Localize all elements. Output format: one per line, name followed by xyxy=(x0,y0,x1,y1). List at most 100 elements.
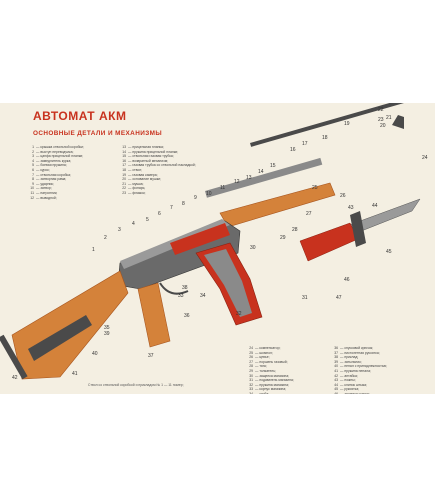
legend-text: — цапфа прицельной планки; xyxy=(36,154,84,159)
legend-number: 31 xyxy=(249,378,253,383)
handguard xyxy=(219,182,336,228)
legend-number: 26 xyxy=(249,355,253,360)
legend-number: 22 xyxy=(122,186,126,191)
legend-text: — боевая пружина; xyxy=(36,163,67,168)
legend-number: 42 xyxy=(334,373,338,378)
legend-text: — ударник; xyxy=(36,181,54,186)
barrel xyxy=(250,103,405,147)
callout-number: 15 xyxy=(270,163,276,169)
legend-number: 8 xyxy=(32,177,34,182)
legend-row: 29— толкатель; xyxy=(245,369,305,374)
poster-title: АВТОМАТ АКМ xyxy=(33,109,127,123)
legend-row: 2— выступ переводчика; xyxy=(26,150,84,155)
callout-number: 35 xyxy=(104,325,110,331)
legend-row: 30— защелка магазина; xyxy=(245,374,305,379)
legend-row: 28— тяга; xyxy=(245,364,305,369)
legend-text: — затыльник; xyxy=(340,359,362,364)
callout-number: 17 xyxy=(302,141,308,147)
legend-text: — затвор; xyxy=(36,186,52,191)
callout-number: 13 xyxy=(246,175,252,181)
legend-row: 14— пружина прицельной планки; xyxy=(118,150,196,155)
callout-number: 4 xyxy=(132,221,135,227)
callout-number: 47 xyxy=(336,295,342,301)
callout-number: 21 xyxy=(386,115,392,121)
legend-row: 21— мушка; xyxy=(118,182,196,187)
legend-bottom-b: 36— спусковой крючок;37— пистолетная рук… xyxy=(330,346,389,394)
legend-number: 19 xyxy=(122,172,126,177)
legend-text: — пружина прицельной планки; xyxy=(128,149,179,154)
legend-text: — защелка магазина; xyxy=(255,373,290,378)
callout-number: 29 xyxy=(280,235,286,241)
legend-number: 6 xyxy=(32,167,34,172)
legend-text: — компенсатор; xyxy=(255,346,281,350)
legend-number: 39 xyxy=(334,359,338,364)
legend-number: 9 xyxy=(32,181,34,186)
legend-text: — газовая трубка со ствольной накладкой; xyxy=(128,163,196,168)
legend-number: 17 xyxy=(122,163,126,168)
legend-right: 13— прицельная планка;14— пружина прицел… xyxy=(118,145,196,196)
legend-text: — антабка; xyxy=(340,373,358,378)
legend-number: 21 xyxy=(122,181,126,186)
callout-number: 37 xyxy=(148,353,154,359)
legend-row: 32— пружина магазина; xyxy=(245,383,305,388)
legend-row: 12— выводной; xyxy=(26,196,84,201)
legend-text: — фонарь; xyxy=(128,186,146,191)
legend-number: 37 xyxy=(334,350,338,355)
legend-text: — затворная рама; xyxy=(36,177,67,182)
legend-text: — подаватель магазина; xyxy=(255,378,294,383)
callout-number: 8 xyxy=(182,201,185,207)
callout-number: 6 xyxy=(158,211,161,217)
legend-number: 38 xyxy=(334,355,338,360)
bolt-carrier xyxy=(170,223,230,255)
callout-number: 38 xyxy=(182,285,188,291)
legend-text: — ствол; xyxy=(128,167,143,172)
legend-text: — выступ переводчика; xyxy=(36,149,74,154)
legend-number: 44 xyxy=(334,382,338,387)
legend-text: — цевье; xyxy=(255,355,270,360)
legend-row: 34— скоба; xyxy=(245,392,305,394)
callout-number: 40 xyxy=(92,351,98,357)
legend-row: 4— замедлитель курка; xyxy=(26,159,84,164)
stock-cavity xyxy=(28,315,92,361)
legend-text: — тяга; xyxy=(255,364,267,369)
callout-number: 31 xyxy=(302,295,308,301)
callout-number: 14 xyxy=(258,169,264,175)
legend-row: 36— спусковой крючок; xyxy=(330,346,389,351)
legend-row: 24— компенсатор; xyxy=(245,346,305,351)
legend-text: — толкатель; xyxy=(255,368,276,373)
legend-text: — ножны; xyxy=(340,378,356,383)
legend-row: 1— крышка ствольной коробки; xyxy=(26,145,84,150)
pistol-grip xyxy=(137,282,171,348)
callout-number: 36 xyxy=(184,313,190,319)
legend-row: 18— ствол; xyxy=(118,168,196,173)
legend-bottom-a: 24— компенсатор;25— шомпол;26— цевье;27—… xyxy=(245,346,305,394)
callout-number: 39 xyxy=(104,331,110,337)
legend-row: 26— цевье; xyxy=(245,355,305,360)
legend-number: 1 xyxy=(32,145,34,149)
legend-number: 33 xyxy=(249,387,253,392)
legend-row: 40— пенал с принадлежностью; xyxy=(330,364,389,369)
legend-row: 16— возвратный механизм; xyxy=(118,159,196,164)
legend-number: 3 xyxy=(32,154,34,159)
legend-number: 46 xyxy=(334,391,338,394)
legend-text: — поршень газовый; xyxy=(255,359,288,364)
legend-number: 16 xyxy=(122,158,126,163)
legend-row: 45— рукоятка; xyxy=(330,387,389,392)
legend-row: 7— ствольная коробка; xyxy=(26,173,84,178)
legend-row: 38— приклад; xyxy=(330,355,389,360)
callout-number: 28 xyxy=(292,227,298,233)
legend-row: 17— газовая трубка со ствольной накладко… xyxy=(118,163,196,168)
callout-number: 12 xyxy=(234,179,240,185)
gas-tube xyxy=(205,157,323,198)
callout-number: 23 xyxy=(378,117,384,123)
callout-number: 1 xyxy=(92,247,95,253)
legend-text: — приклад; xyxy=(340,355,359,360)
legend-text: — ствольная газовая трубка; xyxy=(128,154,174,159)
callout-number: 44 xyxy=(372,203,378,209)
callout-number: 2 xyxy=(104,235,107,241)
legend-text: — флажок; xyxy=(128,190,146,195)
callout-number: 26 xyxy=(340,193,346,199)
legend-number: 13 xyxy=(122,145,126,149)
